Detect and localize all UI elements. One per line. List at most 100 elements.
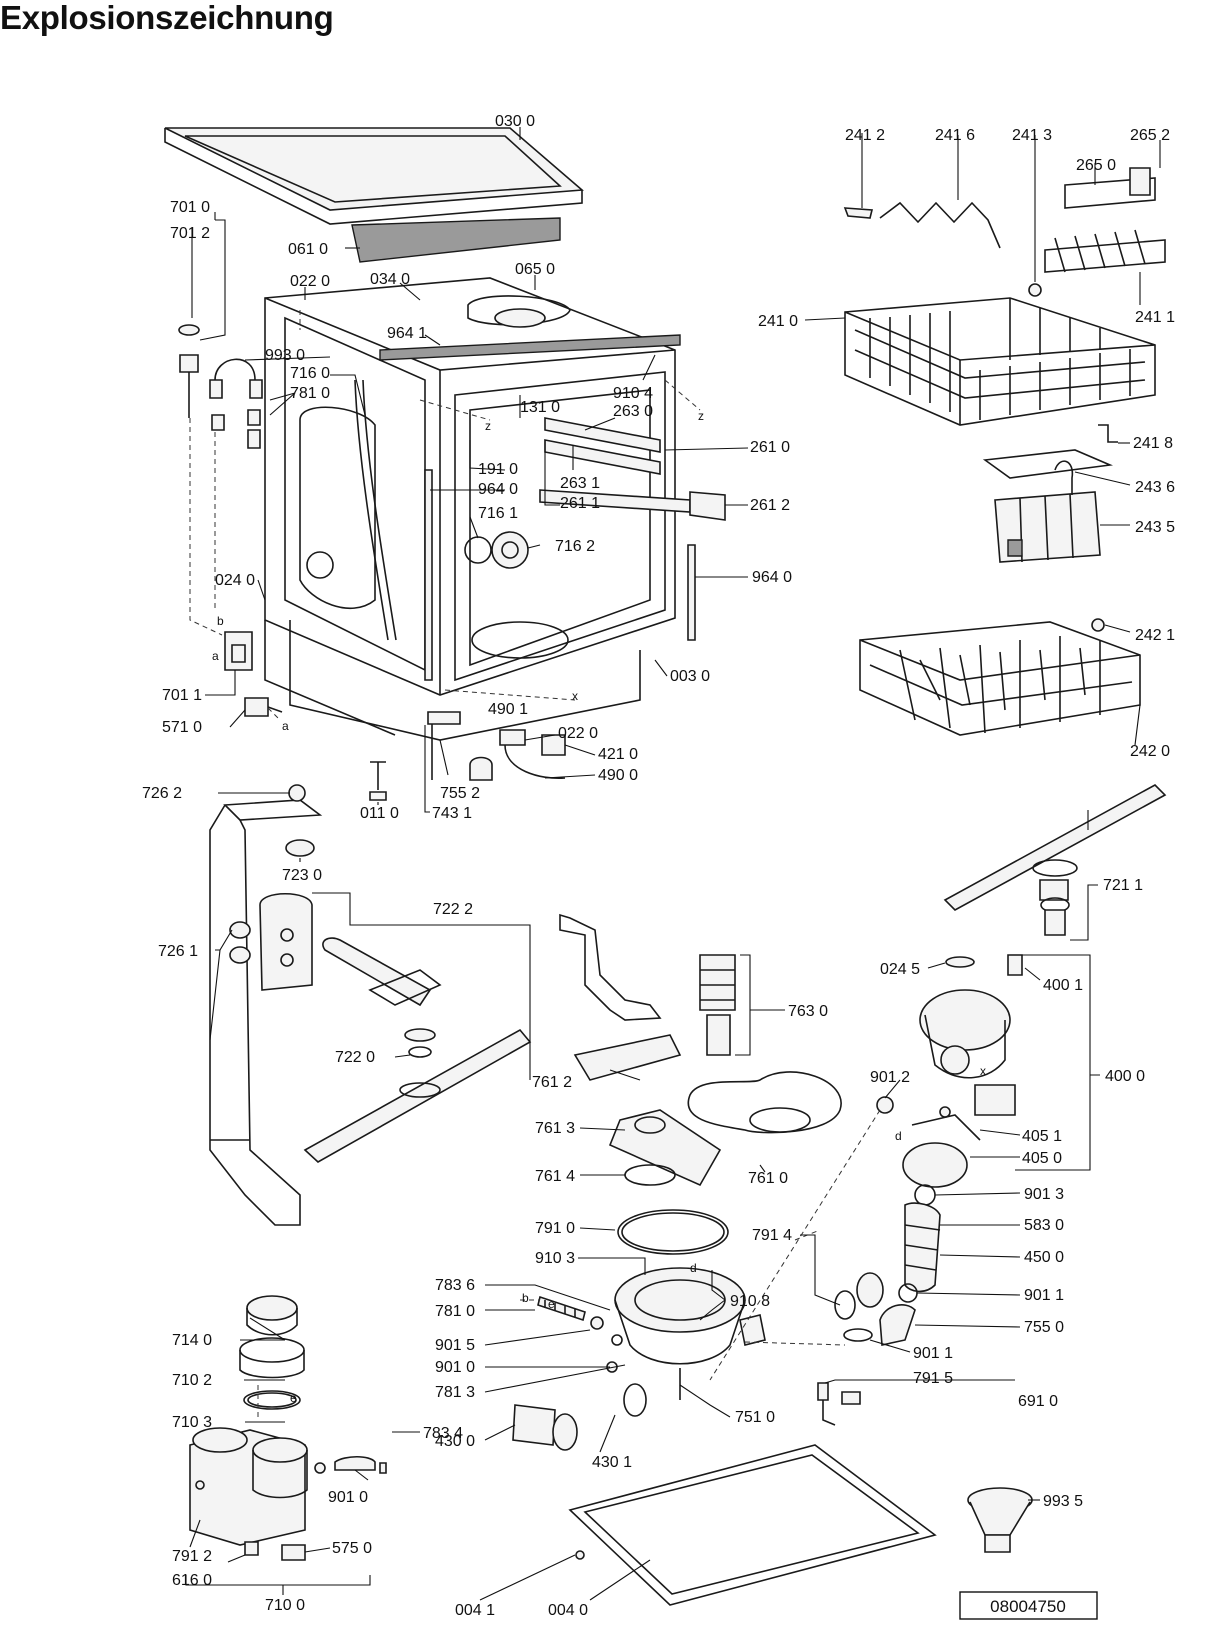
feet-011 — [369, 761, 387, 801]
worktop-panel — [164, 127, 584, 225]
part-label: 191 0 — [478, 461, 518, 478]
part-label: 241 3 — [1012, 127, 1052, 144]
part-label: 722 2 — [433, 901, 473, 918]
marker-letter: d — [690, 1261, 697, 1275]
part-label: 751 0 — [735, 1409, 775, 1426]
part-label: 761 2 — [532, 1074, 572, 1091]
part-label: 242 0 — [1130, 743, 1170, 760]
part-label: 003 0 — [670, 668, 710, 685]
part-label: 791 2 — [172, 1548, 212, 1565]
part-label: 241 8 — [1133, 435, 1173, 452]
leader-lines — [185, 127, 1161, 1601]
part-label: 022 0 — [290, 273, 330, 290]
part-label: 910 8 — [730, 1293, 770, 1310]
part-label: 034 0 — [370, 271, 410, 288]
part-label: 726 2 — [142, 785, 182, 802]
part-label: 265 2 — [1130, 127, 1170, 144]
hinge-701 — [224, 631, 253, 671]
pump-motor-400 — [876, 954, 1023, 1188]
part-label: 583 0 — [1024, 1217, 1064, 1234]
part-label: 781 0 — [435, 1303, 475, 1320]
insulation-061 — [351, 217, 561, 263]
part-label: 701 1 — [162, 687, 202, 704]
diverter-716 — [464, 531, 529, 569]
part-label: 910 3 — [535, 1250, 575, 1267]
part-label: 065 0 — [515, 261, 555, 278]
part-label: 783 6 — [435, 1277, 475, 1294]
part-label: 011 0 — [360, 805, 399, 822]
part-label: 901 1 — [913, 1345, 953, 1362]
part-label: 400 1 — [1043, 977, 1083, 994]
part-label: 964 0 — [752, 569, 792, 586]
marker-letter: z — [485, 419, 491, 433]
part-label: 783 4 — [423, 1425, 463, 1442]
sensor-571 — [244, 697, 283, 717]
lower-basket-242 — [859, 618, 1141, 736]
part-label: 993 5 — [1043, 1493, 1083, 1510]
marker-letter: a — [282, 719, 289, 733]
filter-cover-761 — [573, 1034, 722, 1187]
marker-letter: d — [895, 1129, 902, 1143]
part-label: 755 0 — [1024, 1319, 1064, 1336]
part-label: 761 4 — [535, 1168, 575, 1185]
marker-letter: x — [572, 689, 578, 703]
part-label: 761 0 — [748, 1170, 788, 1187]
tub-frame — [264, 277, 681, 741]
part-label: 710 0 — [265, 1597, 305, 1614]
part-label: 241 0 — [758, 313, 798, 330]
part-label: 261 1 — [560, 495, 600, 512]
marker-letter: a — [212, 649, 219, 663]
part-label: 781 0 — [290, 385, 330, 402]
part-label: 241 2 — [845, 127, 885, 144]
cutlery-basket-243 — [982, 449, 1114, 563]
upper-spray-arm-721 — [943, 784, 1167, 936]
part-label: 723 0 — [282, 867, 322, 884]
strips-964 — [424, 469, 696, 681]
part-label: 243 6 — [1135, 479, 1175, 496]
dashed-connections — [189, 310, 881, 1420]
marker-letter: x — [980, 1064, 986, 1078]
part-label: 261 0 — [750, 439, 790, 456]
part-label: 721 1 — [1103, 877, 1143, 894]
part-label: 901 2 — [870, 1069, 910, 1086]
part-label: 265 0 — [1076, 157, 1116, 174]
part-label: 901 5 — [435, 1337, 475, 1354]
part-label: 061 0 — [288, 241, 328, 258]
part-label: 716 1 — [478, 505, 518, 522]
part-label: 243 5 — [1135, 519, 1175, 536]
basket-parts-241 — [843, 167, 1166, 443]
document-number: 08004750 — [990, 1597, 1066, 1616]
marker-letter: b — [522, 1291, 529, 1305]
part-label: 263 0 — [613, 403, 653, 420]
part-label: 263 1 — [560, 475, 600, 492]
part-label: 430 1 — [592, 1454, 632, 1471]
part-label: 242 1 — [1135, 627, 1175, 644]
part-label: 405 0 — [1022, 1150, 1062, 1167]
part-label: 701 2 — [170, 225, 210, 242]
part-label: 964 1 — [387, 325, 427, 342]
part-label: 616 0 — [172, 1572, 212, 1589]
part-label: 701 0 — [170, 199, 210, 216]
part-label: 004 0 — [548, 1602, 588, 1619]
part-label: 714 0 — [172, 1332, 212, 1349]
part-label: 241 6 — [935, 127, 975, 144]
part-label: 691 0 — [1018, 1393, 1058, 1410]
marker-letter: z — [698, 409, 704, 423]
part-label: 901 3 — [1024, 1186, 1064, 1203]
part-label: 710 3 — [172, 1414, 212, 1431]
part-label: 791 0 — [535, 1220, 575, 1237]
part-label: 901 1 — [1024, 1287, 1064, 1304]
sump-cover-034 — [467, 295, 571, 328]
part-label: 022 0 — [558, 725, 598, 742]
part-label: 910 4 — [613, 385, 653, 402]
part-label: 571 0 — [162, 719, 202, 736]
spring-set-993 — [178, 324, 263, 449]
softener-710 — [189, 1295, 387, 1561]
part-label: 964 0 — [478, 481, 518, 498]
part-label: 743 1 — [432, 805, 472, 822]
part-label: 450 0 — [1024, 1249, 1064, 1266]
gasket-761 — [687, 1071, 842, 1134]
spray-arm-bracket-722 — [259, 893, 442, 1058]
page-title: Explosionszeichnung — [0, 0, 334, 36]
